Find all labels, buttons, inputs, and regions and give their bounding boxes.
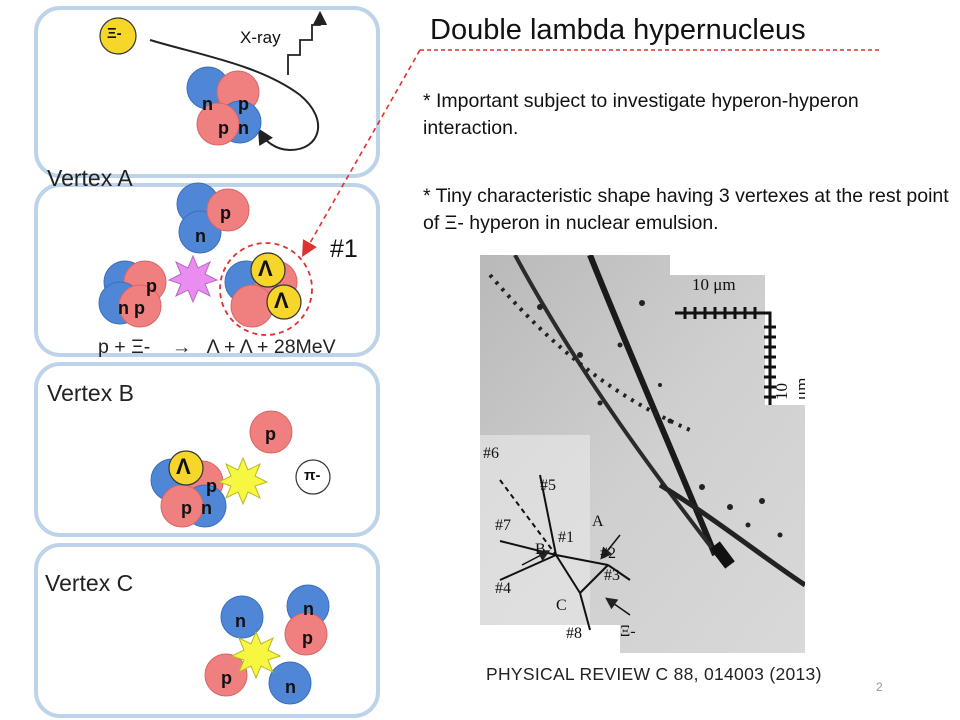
citation: PHYSICAL REVIEW C 88, 014003 (2013) bbox=[486, 664, 822, 684]
vertex-a-nucleus-left bbox=[98, 260, 167, 328]
nucleon-label: n bbox=[201, 498, 212, 518]
nucleon-label: n bbox=[235, 611, 246, 631]
vertex-b-nucleus bbox=[150, 450, 227, 528]
scale-bar bbox=[675, 307, 776, 405]
panel-vertex-b bbox=[34, 362, 380, 537]
xray-arrow bbox=[287, 10, 328, 75]
track-8 bbox=[579, 592, 591, 631]
vertex-c-label: Vertex C bbox=[45, 570, 134, 596]
track-label: #4 bbox=[495, 580, 511, 597]
arrow-xi bbox=[605, 597, 631, 616]
nucleon-label: p bbox=[181, 498, 192, 518]
track-b-c bbox=[555, 554, 581, 594]
track-5 bbox=[539, 474, 557, 556]
vertex-a-star bbox=[167, 254, 219, 304]
track-label: #8 bbox=[566, 625, 582, 642]
track-thick-3 bbox=[658, 482, 805, 588]
emulsion-dots bbox=[537, 300, 783, 538]
nucleon-label: p bbox=[206, 476, 217, 496]
track-2 bbox=[607, 564, 631, 581]
nucleon-label: p bbox=[218, 118, 229, 138]
vertex-c-neutron-1 bbox=[220, 595, 264, 639]
nucleon-label: p bbox=[146, 276, 157, 296]
reaction-equation: p + Ξ- → Λ + Λ + 28MeV bbox=[98, 336, 336, 358]
vertex-b-proton bbox=[249, 410, 293, 454]
xray-label: X-ray bbox=[240, 28, 281, 47]
nucleon-label: p bbox=[238, 94, 249, 114]
event-circle bbox=[219, 242, 313, 336]
nucleon-label: p bbox=[221, 668, 232, 688]
xi-label: Ξ- bbox=[107, 25, 122, 42]
track-label: C bbox=[556, 597, 567, 614]
xi-particle bbox=[99, 17, 137, 55]
vertex-c-neutron-3 bbox=[268, 661, 312, 705]
nucleon-label: n bbox=[303, 599, 314, 619]
track-thick-4 bbox=[710, 541, 735, 569]
pion-label: π- bbox=[304, 467, 321, 484]
nucleon-label: n bbox=[195, 226, 206, 246]
lambda-label: Λ bbox=[258, 256, 273, 281]
nucleon-label: n bbox=[202, 94, 213, 114]
scale-label-horizontal: 10 μm bbox=[692, 275, 736, 294]
track-label: #6 bbox=[483, 445, 499, 462]
emulsion-photo-svg bbox=[480, 255, 805, 653]
vertex-c-proton-1 bbox=[284, 612, 328, 656]
bullet-2: * Tiny characteristic shape having 3 ver… bbox=[423, 185, 949, 234]
top-nucleus bbox=[186, 66, 262, 146]
arrow-to-c bbox=[521, 550, 551, 566]
nucleon-label: n bbox=[118, 298, 129, 318]
track-thick-1 bbox=[587, 255, 718, 557]
vertex-a-nucleus-right bbox=[224, 252, 302, 328]
track-3 bbox=[579, 564, 609, 594]
track-label: Ξ- bbox=[620, 623, 636, 640]
vertex-a-label: Vertex A bbox=[47, 165, 133, 191]
page-number: 2 bbox=[876, 680, 883, 694]
nucleon-label: p bbox=[302, 628, 313, 648]
nucleon-label: p bbox=[220, 203, 231, 223]
vertex-b-star bbox=[217, 456, 269, 506]
track-6 bbox=[499, 479, 557, 556]
track-1 bbox=[555, 554, 609, 566]
track-label: #2 bbox=[600, 545, 616, 562]
nucleon-label: n bbox=[285, 677, 296, 697]
arrow-to-a bbox=[600, 534, 621, 560]
vertex-c-proton-2 bbox=[204, 653, 248, 697]
vertex-b-label: Vertex B bbox=[47, 380, 134, 406]
track-thick-2 bbox=[513, 255, 727, 567]
nucleon-label: p bbox=[134, 298, 145, 318]
track-label: #1 bbox=[558, 529, 574, 546]
pion-particle bbox=[295, 459, 331, 495]
track-label: #7 bbox=[495, 517, 511, 534]
pointer-arrow bbox=[302, 49, 421, 257]
nucleon-label: p bbox=[265, 424, 276, 444]
track-label: #3 bbox=[604, 567, 620, 584]
lambda-label: Λ bbox=[176, 454, 191, 479]
lambda-label: Λ bbox=[274, 288, 289, 313]
nucleon-label: n bbox=[238, 118, 249, 138]
track-label: B bbox=[535, 541, 546, 558]
scale-label-vertical: 10 μm bbox=[772, 377, 805, 400]
page-title: Double lambda hypernucleus bbox=[430, 14, 806, 46]
xi-trajectory bbox=[149, 39, 319, 152]
vertex-c-star bbox=[230, 630, 282, 680]
emulsion-photo: 10 μm 10 μm #6 #5 #1 A #2 #7 B #3 #4 C #… bbox=[480, 255, 805, 653]
track-label: #5 bbox=[540, 477, 556, 494]
track-label: A bbox=[592, 513, 604, 530]
event-label: #1 bbox=[330, 235, 358, 263]
vertex-a-nucleus-upper bbox=[176, 182, 250, 254]
bullet-1: * Important subject to investigate hyper… bbox=[423, 90, 859, 139]
